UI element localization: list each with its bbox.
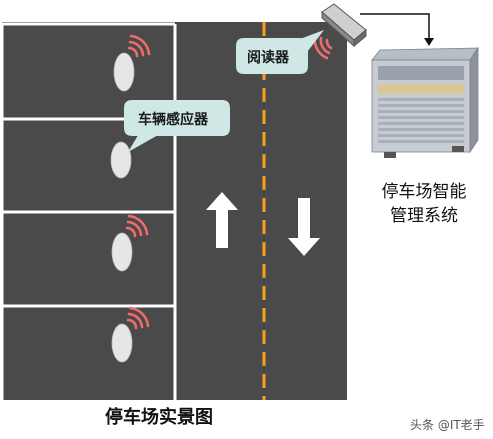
sensor-disc-icon <box>113 52 135 92</box>
server-icon <box>371 46 479 158</box>
signal-wave-icon <box>126 306 150 330</box>
reader-callout <box>236 30 324 74</box>
diagram-caption: 停车场实景图 <box>105 407 213 428</box>
vehicle-sensor-4 <box>111 306 150 363</box>
vehicle-sensor-label: 车辆感应器 <box>138 112 208 128</box>
sensor-disc-icon <box>110 141 132 179</box>
arrow-down-icon <box>288 198 320 256</box>
arrow-up-icon <box>206 192 238 248</box>
parking-slot-lines <box>0 22 177 400</box>
reader-device-icon <box>321 3 367 48</box>
signal-wave-icon <box>125 214 149 238</box>
vehicle-sensor-2 <box>110 141 132 179</box>
vehicle-sensor-1 <box>113 34 151 92</box>
management-system-label: 停车场智能 管理系统 <box>364 180 484 228</box>
signal-wave-icon <box>127 34 151 58</box>
vehicle-sensor-callout <box>124 100 230 152</box>
sensor-disc-icon <box>111 323 133 363</box>
vehicle-sensor-3 <box>111 214 149 272</box>
sensor-disc-icon <box>111 232 133 272</box>
arrow-head <box>424 38 434 46</box>
reader-label: 阅读器 <box>247 50 289 66</box>
watermark: 头条 @IT老手 <box>410 418 485 432</box>
management-system-line-2: 管理系统 <box>390 206 458 226</box>
connection-line <box>360 13 430 40</box>
management-system-line-1: 停车场智能 <box>381 182 467 202</box>
